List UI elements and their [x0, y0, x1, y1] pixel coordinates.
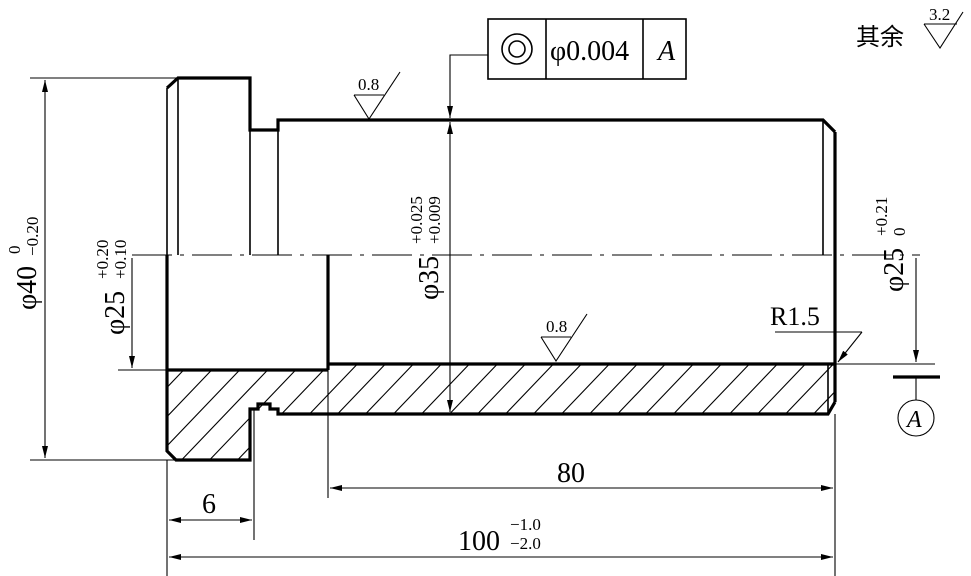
- svg-text:+0.21: +0.21: [872, 197, 891, 236]
- tolerance-datum: A: [656, 36, 676, 67]
- dim-length-80: 80: [327, 370, 836, 576]
- dim-length-6: 6: [166, 409, 255, 576]
- dim-length-100: 100 −1.0 −2.0: [169, 515, 833, 560]
- roughness-bore: 0.8: [540, 313, 588, 363]
- svg-text:−2.0: −2.0: [510, 534, 541, 553]
- general-roughness-value: 3.2: [929, 5, 950, 24]
- svg-text:0: 0: [890, 228, 909, 237]
- svg-text:0: 0: [5, 246, 24, 255]
- svg-text:0.8: 0.8: [358, 75, 379, 94]
- svg-text:+0.025: +0.025: [407, 196, 426, 244]
- svg-text:+0.10: +0.10: [111, 240, 130, 279]
- svg-text:+0.009: +0.009: [425, 196, 444, 244]
- dim-outer-diameter: φ40 0 −0.20: [5, 77, 178, 461]
- svg-text:100: 100: [458, 526, 500, 557]
- svg-text:φ40: φ40: [12, 266, 43, 310]
- datum-a: A: [893, 375, 940, 437]
- svg-text:R1.5: R1.5: [770, 302, 820, 331]
- svg-text:−0.20: −0.20: [23, 217, 42, 256]
- svg-text:φ35: φ35: [414, 256, 445, 300]
- concentricity-icon: [501, 33, 533, 65]
- roughness-top: 0.8: [353, 71, 401, 121]
- svg-text:+0.20: +0.20: [93, 240, 112, 279]
- general-roughness-label: 其余: [856, 23, 904, 51]
- dim-radius: R1.5: [770, 302, 863, 363]
- svg-text:φ25: φ25: [100, 291, 131, 335]
- svg-text:80: 80: [557, 458, 585, 489]
- svg-text:6: 6: [202, 489, 216, 520]
- svg-text:0.8: 0.8: [546, 317, 567, 336]
- svg-text:−1.0: −1.0: [510, 515, 541, 534]
- svg-text:A: A: [905, 407, 922, 433]
- general-roughness: 其余 3.2: [856, 5, 964, 51]
- svg-text:φ25: φ25: [879, 248, 910, 292]
- tolerance-frame: φ0.004 A: [447, 18, 687, 118]
- dim-bore-right: φ25 +0.21 0: [835, 197, 935, 365]
- dim-shaft-diameter: φ35 +0.025 +0.009: [407, 122, 453, 412]
- dim-bore-left: φ25 +0.20 +0.10: [93, 240, 167, 371]
- part-outline: [165, 76, 837, 462]
- tolerance-value: φ0.004: [550, 36, 629, 67]
